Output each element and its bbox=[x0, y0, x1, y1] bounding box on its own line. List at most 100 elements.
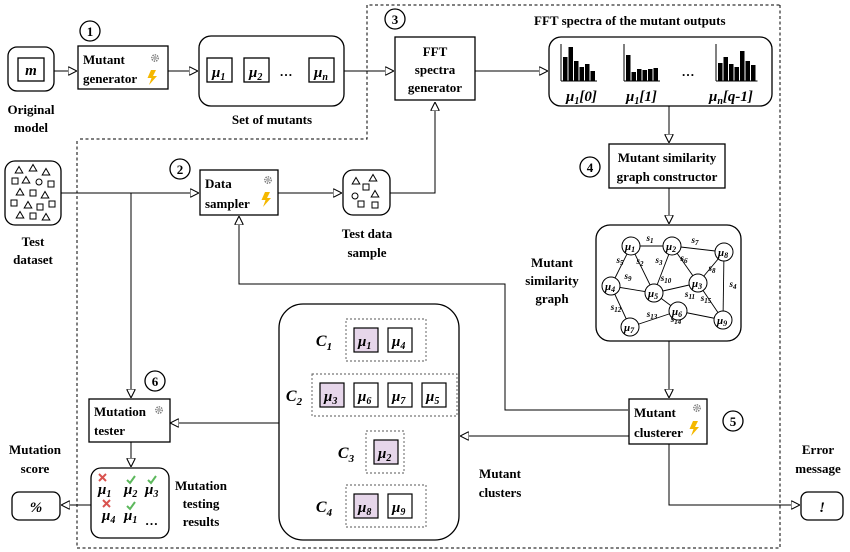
svg-text:…: … bbox=[682, 64, 695, 79]
svg-text:Mutation: Mutation bbox=[175, 478, 228, 493]
top-dashed-region bbox=[80, 4, 780, 140]
graph-node bbox=[621, 236, 641, 256]
spectrum-bar bbox=[718, 63, 723, 81]
spectrum-bar bbox=[740, 51, 745, 81]
cluster-member-box bbox=[387, 327, 413, 353]
graph-node bbox=[620, 317, 640, 337]
original-model-label: Original bbox=[8, 102, 55, 117]
svg-text:Test: Test bbox=[22, 234, 45, 249]
node-label: μ5 bbox=[647, 288, 658, 301]
graph-node bbox=[662, 236, 682, 256]
node-label: μ8 bbox=[717, 247, 728, 260]
svg-text:results: results bbox=[183, 514, 220, 529]
fft-spectra-title: FFT spectra of the mutant outputs bbox=[534, 13, 726, 28]
step-1-marker: 1 bbox=[79, 20, 101, 42]
error-message: Error message ! bbox=[795, 442, 844, 521]
exclamation-icon: ! bbox=[819, 500, 825, 516]
svg-text:sampler: sampler bbox=[205, 196, 250, 211]
svg-text:Mutation: Mutation bbox=[9, 442, 62, 457]
svg-text:clusterer: clusterer bbox=[634, 425, 683, 440]
edge-label: s8 bbox=[707, 263, 716, 275]
svg-text:generator: generator bbox=[83, 71, 137, 86]
set-of-mutants-label: Set of mutants bbox=[232, 112, 312, 127]
test-data-sample: Test data sample bbox=[342, 169, 393, 260]
spectrum-bar bbox=[751, 65, 756, 81]
node-label: μ1 bbox=[624, 241, 635, 254]
node-label: μ3 bbox=[691, 278, 702, 291]
mutation-tester: Mutation tester bbox=[88, 398, 171, 443]
spectrum-bar bbox=[642, 70, 647, 81]
spectrum-bar bbox=[648, 69, 653, 81]
spectrum-chart-1 bbox=[560, 44, 597, 82]
graph-node bbox=[644, 283, 664, 303]
cluster-member-box bbox=[387, 382, 413, 408]
cluster-member-box bbox=[421, 382, 447, 408]
main-dashed-region bbox=[76, 5, 781, 549]
cluster-member-box bbox=[373, 439, 399, 465]
spectrum-bar bbox=[653, 68, 658, 81]
graph-node bbox=[713, 310, 733, 330]
step-2-marker: 2 bbox=[169, 158, 191, 180]
percent-icon: % bbox=[30, 500, 43, 516]
svg-text:sample: sample bbox=[348, 245, 387, 260]
svg-text:spectra: spectra bbox=[415, 62, 456, 77]
data-sampler: Data sampler bbox=[199, 169, 279, 216]
fft-spectra-panel: … μ1[0] μ1[1] μn[q-1] bbox=[548, 36, 773, 107]
similarity-graph-constructor: Mutant similarity graph constructor bbox=[608, 143, 726, 189]
svg-text:Mutation: Mutation bbox=[94, 404, 147, 419]
check-icon bbox=[126, 501, 136, 511]
edge-label: s9 bbox=[623, 271, 632, 283]
edge-label: s11 bbox=[684, 289, 695, 301]
spectrum-bar bbox=[579, 67, 584, 81]
cluster-member-box bbox=[353, 382, 379, 408]
step-5-marker: 5 bbox=[722, 410, 744, 432]
cross-icon bbox=[98, 473, 107, 482]
svg-text:1: 1 bbox=[87, 24, 94, 39]
spectrum-bar bbox=[574, 61, 579, 81]
svg-text:4: 4 bbox=[587, 160, 594, 175]
spectrum-bar bbox=[590, 71, 595, 81]
node-label: μ6 bbox=[671, 306, 682, 319]
svg-text:Error: Error bbox=[802, 442, 834, 457]
svg-text:dataset: dataset bbox=[13, 252, 53, 267]
node-label: μ7 bbox=[623, 322, 635, 335]
svg-text:score: score bbox=[21, 461, 50, 476]
check-icon bbox=[126, 475, 136, 485]
cluster-member-box bbox=[387, 493, 413, 519]
similarity-graph-label: Mutant bbox=[531, 255, 574, 270]
original-model-label-2: model bbox=[14, 120, 48, 135]
step-3-marker: 3 bbox=[384, 8, 406, 30]
svg-text:2: 2 bbox=[177, 162, 184, 177]
svg-text:5: 5 bbox=[730, 414, 737, 429]
edge-label: s1 bbox=[645, 233, 653, 245]
original-model-symbol: m bbox=[25, 63, 37, 79]
graph-node bbox=[714, 242, 734, 262]
set-of-mutants: μ1 μ2 … μn Set of mutants bbox=[198, 35, 345, 127]
svg-text:μn[q-1]: μn[q-1] bbox=[708, 89, 753, 107]
cluster-member-box bbox=[353, 327, 379, 353]
spectrum-bar bbox=[729, 64, 734, 81]
node-label: μ9 bbox=[716, 315, 727, 328]
svg-text:Test data: Test data bbox=[342, 226, 393, 241]
graph-node bbox=[668, 301, 688, 321]
edge-label: s2 bbox=[635, 256, 644, 268]
spectrum-chart-3 bbox=[715, 44, 758, 82]
check-icon bbox=[147, 475, 157, 485]
svg-text:μ1[1]: μ1[1] bbox=[625, 89, 657, 107]
svg-text:3: 3 bbox=[392, 12, 399, 27]
svg-text:μ1[0]: μ1[0] bbox=[565, 89, 597, 107]
edge-label: s7 bbox=[690, 235, 699, 247]
result-ellipsis: … bbox=[145, 513, 158, 528]
node-label: μ4 bbox=[604, 281, 615, 294]
node-label: μ2 bbox=[665, 241, 676, 254]
edge-label: s6 bbox=[679, 253, 688, 265]
svg-text:Mutant similarity: Mutant similarity bbox=[618, 150, 717, 165]
svg-text:testing: testing bbox=[183, 496, 220, 511]
step-6-marker: 6 bbox=[144, 370, 166, 392]
